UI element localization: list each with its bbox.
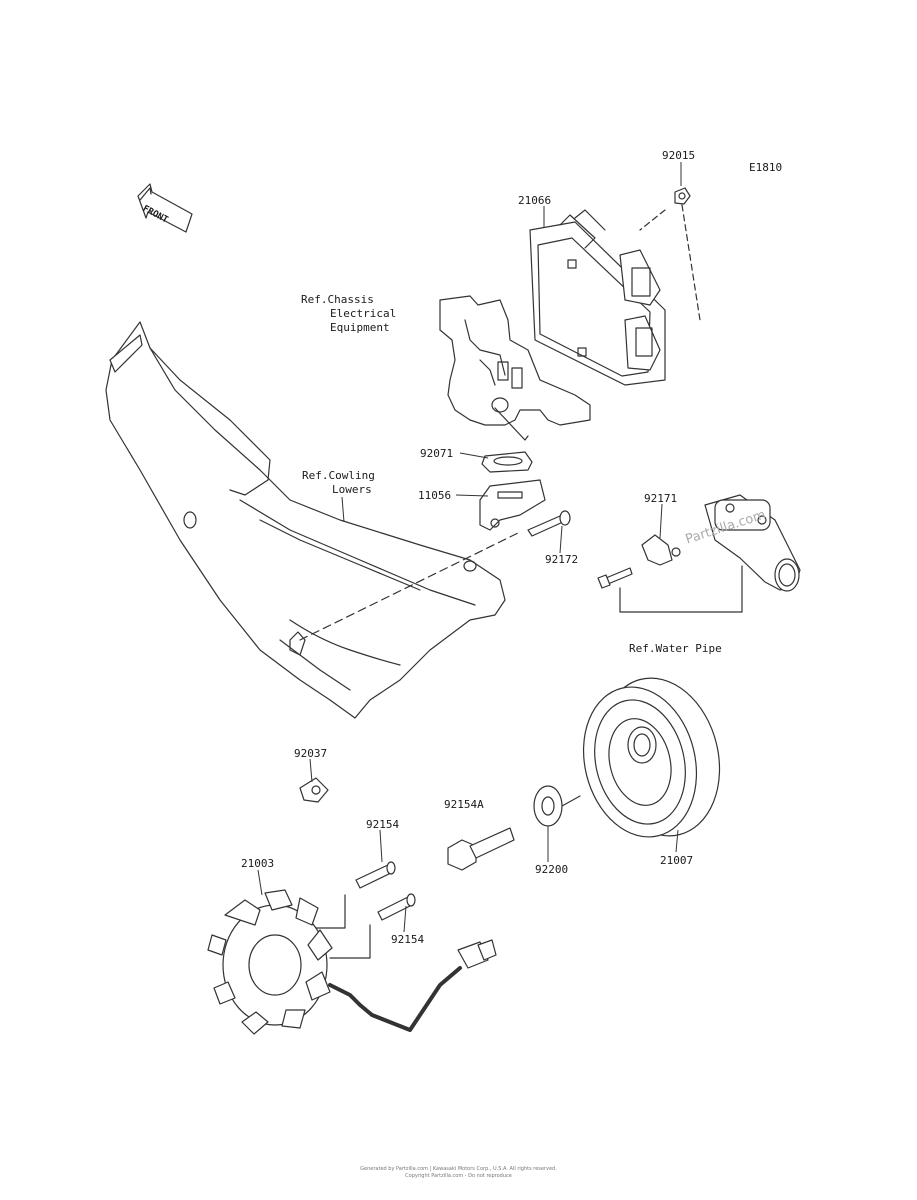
part-label-21007[interactable]: 21007 xyxy=(660,854,694,867)
bolt-92172 xyxy=(527,510,571,537)
clip-92037 xyxy=(299,777,329,803)
part-label-92037[interactable]: 92037 xyxy=(294,747,328,760)
flywheel-rotor xyxy=(582,677,721,838)
part-label-92154-top[interactable]: 92154 xyxy=(366,818,400,831)
bolt-92154A xyxy=(447,827,515,871)
part-label-11056[interactable]: 11056 xyxy=(418,489,452,502)
mounting-bracket xyxy=(439,295,591,441)
part-label-92154A[interactable]: 92154A xyxy=(444,798,484,811)
ref-chassis-label: Ref.Chassis xyxy=(301,293,374,306)
bolt-water-pipe xyxy=(597,567,633,589)
part-label-92172[interactable]: 92172 xyxy=(545,553,579,566)
part-label-92015[interactable]: 92015 xyxy=(662,149,696,162)
front-arrow-icon xyxy=(137,183,193,233)
cowling-panel xyxy=(105,321,506,719)
part-label-92171[interactable]: 92171 xyxy=(644,492,678,505)
ref-chassis-label-line2: Electrical xyxy=(330,307,397,320)
ref-chassis-label-line3: Equipment xyxy=(330,321,390,334)
footer: Generated by Partzilla.com | Kawasaki Mo… xyxy=(0,1166,917,1180)
part-label-21066[interactable]: 21066 xyxy=(518,194,552,207)
ref-cowling-label: Ref.Cowling xyxy=(302,469,375,482)
grommet-92071 xyxy=(481,451,533,473)
ref-water-pipe-label: Ref.Water Pipe xyxy=(629,642,722,655)
footer-line-2: Copyright Partzilla.com - Do not reprodu… xyxy=(405,1173,512,1179)
diagram-code: E1810 xyxy=(749,161,783,174)
water-pipe xyxy=(704,494,801,592)
bolt-92154-upper xyxy=(355,861,396,889)
stator-coil xyxy=(207,889,497,1035)
nut-92015 xyxy=(674,187,691,205)
part-label-21003[interactable]: 21003 xyxy=(241,857,275,870)
regulator-rectifier xyxy=(529,209,666,386)
footer-line-1: Generated by Partzilla.com | Kawasaki Mo… xyxy=(360,1166,557,1172)
ref-cowling-label-line2: Lowers xyxy=(332,483,372,496)
clamp-92171 xyxy=(641,534,681,566)
part-label-92154-bottom[interactable]: 92154 xyxy=(391,933,425,946)
part-label-92200[interactable]: 92200 xyxy=(535,863,569,876)
bracket-11056 xyxy=(479,479,546,531)
bolt-92154-lower xyxy=(377,893,416,921)
part-label-92071[interactable]: 92071 xyxy=(420,447,454,460)
